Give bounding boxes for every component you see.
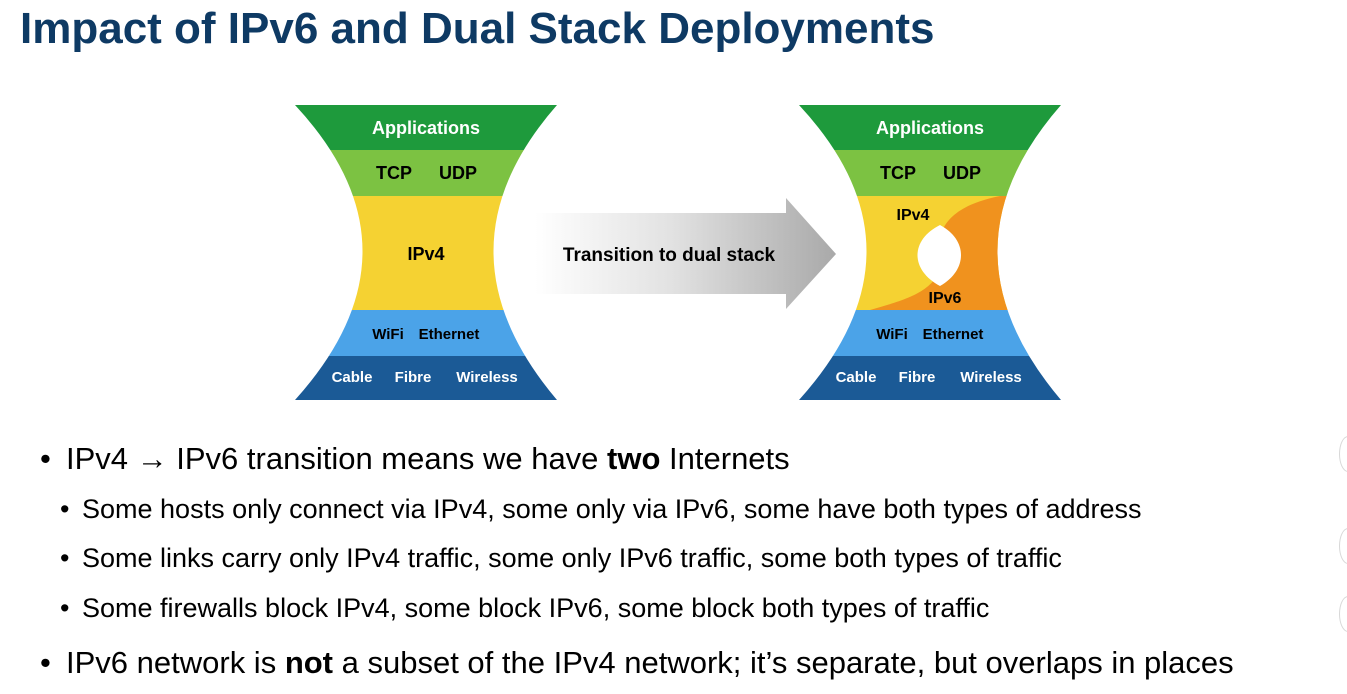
bullet-hosts: • Some hosts only connect via IPv4, some … <box>60 494 1142 525</box>
bullet-not-subset: • IPv6 network is not a subset of the IPv… <box>40 645 1234 681</box>
bullet-dot: • <box>40 645 51 680</box>
bullet-text: a subset of the IPv4 network; it’s separ… <box>333 645 1234 680</box>
physical-layer <box>295 356 557 400</box>
edge-handle <box>1339 528 1347 564</box>
left-ethernet-label: Ethernet <box>419 326 480 343</box>
left-fibre-label: Fibre <box>395 369 432 386</box>
bullet-dot: • <box>40 441 51 476</box>
transition-arrow-label: Transition to dual stack <box>563 245 776 266</box>
physical-layer <box>799 356 1061 400</box>
left-tcp-label: TCP <box>376 163 412 183</box>
right-tcp-label: TCP <box>880 163 916 183</box>
bullet-emphasis: not <box>284 645 334 680</box>
bullet-firewalls: • Some firewalls block IPv4, some block I… <box>60 593 989 624</box>
left-cable-label: Cable <box>332 369 373 386</box>
applications-layer <box>799 105 1061 150</box>
left-wireless-label: Wireless <box>456 369 518 386</box>
bullet-text: IPv6 network is <box>66 645 285 680</box>
bullet-emphasis: two <box>607 441 661 476</box>
right-cable-label: Cable <box>836 369 877 386</box>
transition-arrow <box>535 198 836 309</box>
bullet-links: • Some links carry only IPv4 traffic, som… <box>60 543 1062 574</box>
bullet-text: Some hosts only connect via IPv4, some o… <box>82 494 1142 524</box>
left-ipv4-label: IPv4 <box>407 244 444 264</box>
right-applications-label: Applications <box>876 118 984 138</box>
right-ipv4-label: IPv4 <box>897 207 930 224</box>
applications-layer <box>295 105 557 150</box>
protocol-stack-diagram: Applications TCP UDP IPv4 WiFi Ethernet … <box>295 105 1061 400</box>
transport-layer <box>799 150 1061 196</box>
bullet-text: IPv4 → IPv6 transition means we have <box>66 441 608 476</box>
edge-handle <box>1339 436 1347 472</box>
right-wireless-label: Wireless <box>960 369 1022 386</box>
bullet-dot: • <box>60 494 70 524</box>
right-fibre-label: Fibre <box>899 369 936 386</box>
left-udp-label: UDP <box>439 163 477 183</box>
edge-handle <box>1339 596 1347 632</box>
slide-title: Impact of IPv6 and Dual Stack Deployment… <box>20 4 935 53</box>
right-ipv6-label: IPv6 <box>929 290 962 307</box>
left-applications-label: Applications <box>372 118 480 138</box>
right-wifi-label: WiFi <box>876 326 908 343</box>
right-ethernet-label: Ethernet <box>923 326 984 343</box>
bullet-text: Some firewalls block IPv4, some block IP… <box>82 593 990 623</box>
right-udp-label: UDP <box>943 163 981 183</box>
transport-layer <box>295 150 557 196</box>
bullet-two-internets: • IPv4 → IPv6 transition means we have tw… <box>40 441 790 477</box>
bullet-text: Internets <box>660 441 790 476</box>
bullet-dot: • <box>60 593 70 623</box>
bullet-text: Some links carry only IPv4 traffic, some… <box>82 543 1062 573</box>
ipv4-ipv6-gap <box>917 225 961 286</box>
left-wifi-label: WiFi <box>372 326 404 343</box>
bullet-dot: • <box>60 543 70 573</box>
